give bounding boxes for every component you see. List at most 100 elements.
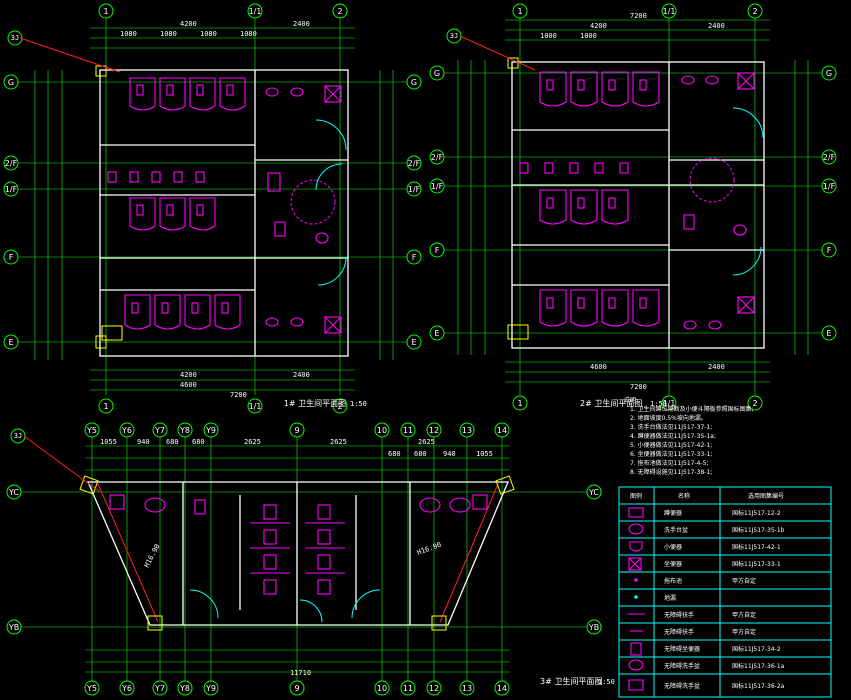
axis-label: 14 — [497, 426, 507, 435]
dim-text: 940 — [137, 438, 150, 446]
dim-text: 1000 — [580, 32, 597, 40]
axis-label: F — [827, 246, 832, 255]
axis-label: 1/1 — [249, 402, 262, 411]
dim-text: 7200 — [230, 391, 247, 399]
legend-header: 选用图集编号 — [748, 492, 784, 500]
legend-name: 坐便器 — [664, 560, 682, 568]
axis-label: 1 — [517, 399, 522, 408]
dim-text: 2400 — [293, 371, 310, 379]
axis-label: 9 — [294, 426, 299, 435]
axis-label: E — [434, 329, 439, 338]
axis-label: 1/1 — [249, 7, 262, 16]
dim-text: 4200 — [180, 371, 197, 379]
dim-text: 4600 — [180, 381, 197, 389]
legend-name: 小便器 — [664, 543, 682, 551]
axis-label: Y9 — [205, 684, 216, 693]
dim-text: 1080 — [120, 30, 137, 38]
legend-name: 无障碍扶手 — [664, 628, 694, 636]
axis-label: E — [8, 338, 13, 347]
dim-text: 7200 — [630, 12, 647, 20]
floor-drain-icon — [634, 595, 638, 599]
urinal-icon — [628, 507, 644, 518]
plan-scale: 1:50 — [598, 678, 615, 686]
legend-header: 图例 — [630, 492, 642, 500]
legend-ref: 甲方自定 — [732, 577, 756, 585]
dim-text: 1080 — [240, 30, 257, 38]
axis-label: 2 — [337, 402, 342, 411]
axis-label: G — [434, 69, 440, 78]
dim-text: 2400 — [293, 20, 310, 28]
axis-label: 2/F — [408, 159, 421, 168]
axis-label: Y8 — [179, 684, 190, 693]
washbasin-icon — [628, 523, 644, 535]
urinal-row — [250, 504, 345, 595]
dim-text: 4200 — [590, 22, 607, 30]
urinal-icon — [629, 541, 643, 552]
legend-name: 蹲便器 — [664, 509, 682, 517]
axis-label: Y9 — [205, 426, 216, 435]
axis-label: YC — [8, 488, 19, 497]
legend-ref: 国标11J517-35-1b — [732, 526, 785, 534]
plan-2: 1 1/1 2 7200 4200 2400 1000 1000 G 2/F 1… — [429, 3, 837, 411]
dim-text: 2400 — [708, 363, 725, 371]
axis-label: 2/F — [823, 153, 836, 162]
axis-label: 2/F — [431, 153, 444, 162]
axis-label: 1/F — [823, 182, 836, 191]
note-line: 4. 蹲便器做法见11J517-35-1a; — [630, 432, 716, 440]
dim-text: 940 — [443, 450, 456, 458]
dim-text: 680 — [414, 450, 427, 458]
axis-label: 14 — [497, 684, 507, 693]
legend-name: 无障碍扶手 — [664, 611, 694, 619]
dim-text: 2625 — [244, 438, 261, 446]
plan-title: 3# 卫生间平面图 — [540, 676, 602, 686]
dim-text: 7200 — [630, 383, 647, 391]
axis-label: E — [411, 338, 416, 347]
legend-header: 名称 — [678, 492, 690, 500]
dim-text: 1080 — [160, 30, 177, 38]
axis-label: 11 — [403, 684, 413, 693]
axis-label: 10 — [377, 426, 387, 435]
axis-label: F — [435, 246, 440, 255]
axis-label: 2/F — [5, 159, 18, 168]
legend-ref: 国标11J517-36-1a — [732, 662, 785, 670]
axis-label: YB — [588, 623, 599, 632]
axis-label: 2 — [752, 7, 757, 16]
axis-label: 1/F — [5, 185, 18, 194]
axis-label: Y7 — [154, 426, 165, 435]
axis-label: 11 — [403, 426, 413, 435]
note-line: 8. 无障碍设施见11J517-38-1; — [630, 468, 712, 476]
axis-label: G — [8, 78, 14, 87]
elevation-mark: H16.90 — [416, 541, 443, 557]
axis-label: Y8 — [179, 426, 190, 435]
legend-ref: 国标11J517-12-2 — [732, 509, 781, 517]
axis-label: G — [826, 69, 832, 78]
axis-label: 10 — [377, 684, 387, 693]
axis-label: Y5 — [86, 426, 97, 435]
legend-name: 地漏 — [664, 594, 676, 602]
axis-label: 12 — [429, 684, 439, 693]
fixture-legend-table: 图例 名称 选用图集编号 蹲便器 洗手台盆 小便器 坐便器 拖布池 地漏 无障碍… — [618, 486, 832, 698]
plan-title: 1# 卫生间平面图 — [284, 398, 346, 408]
legend-ref: 国标11J517-33-1 — [732, 560, 781, 568]
dim-text: 1055 — [476, 450, 493, 458]
legend-ref: 国标11J517-36-2a — [732, 682, 785, 690]
note-line: 5. 小便器做法见11J517-42-1; — [630, 441, 712, 449]
axis-label: 1 — [517, 7, 522, 16]
note-line: 2. 地面坡度0.5%坡向地漏。 — [630, 414, 707, 422]
legend-name: 无障碍坐便器 — [664, 645, 700, 653]
axis-label: G — [411, 78, 417, 87]
dim-text: 2625 — [330, 438, 347, 446]
axis-label: Y6 — [121, 684, 132, 693]
axis-label: Y5 — [86, 684, 97, 693]
axis-label: 1/F — [431, 182, 444, 191]
dim-text: 4200 — [180, 20, 197, 28]
plan-1: 1 1/1 2 4200 2400 1080 1080 1080 1080 G … — [3, 3, 422, 414]
note-line: 1. 卫生间蹲位隔断及小便斗隔板参照国标图集; — [630, 405, 754, 413]
axis-label: YC — [588, 488, 599, 497]
note-line: 7. 拖布池做法见11J517-4-5; — [630, 459, 708, 467]
dim-text: 2625 — [418, 438, 435, 446]
dim-text: 680 — [166, 438, 179, 446]
note-line: 6. 坐便器做法见11J517-33-1; — [630, 450, 712, 458]
axis-label: 1/F — [408, 185, 421, 194]
svg-text:3J: 3J — [14, 432, 22, 440]
